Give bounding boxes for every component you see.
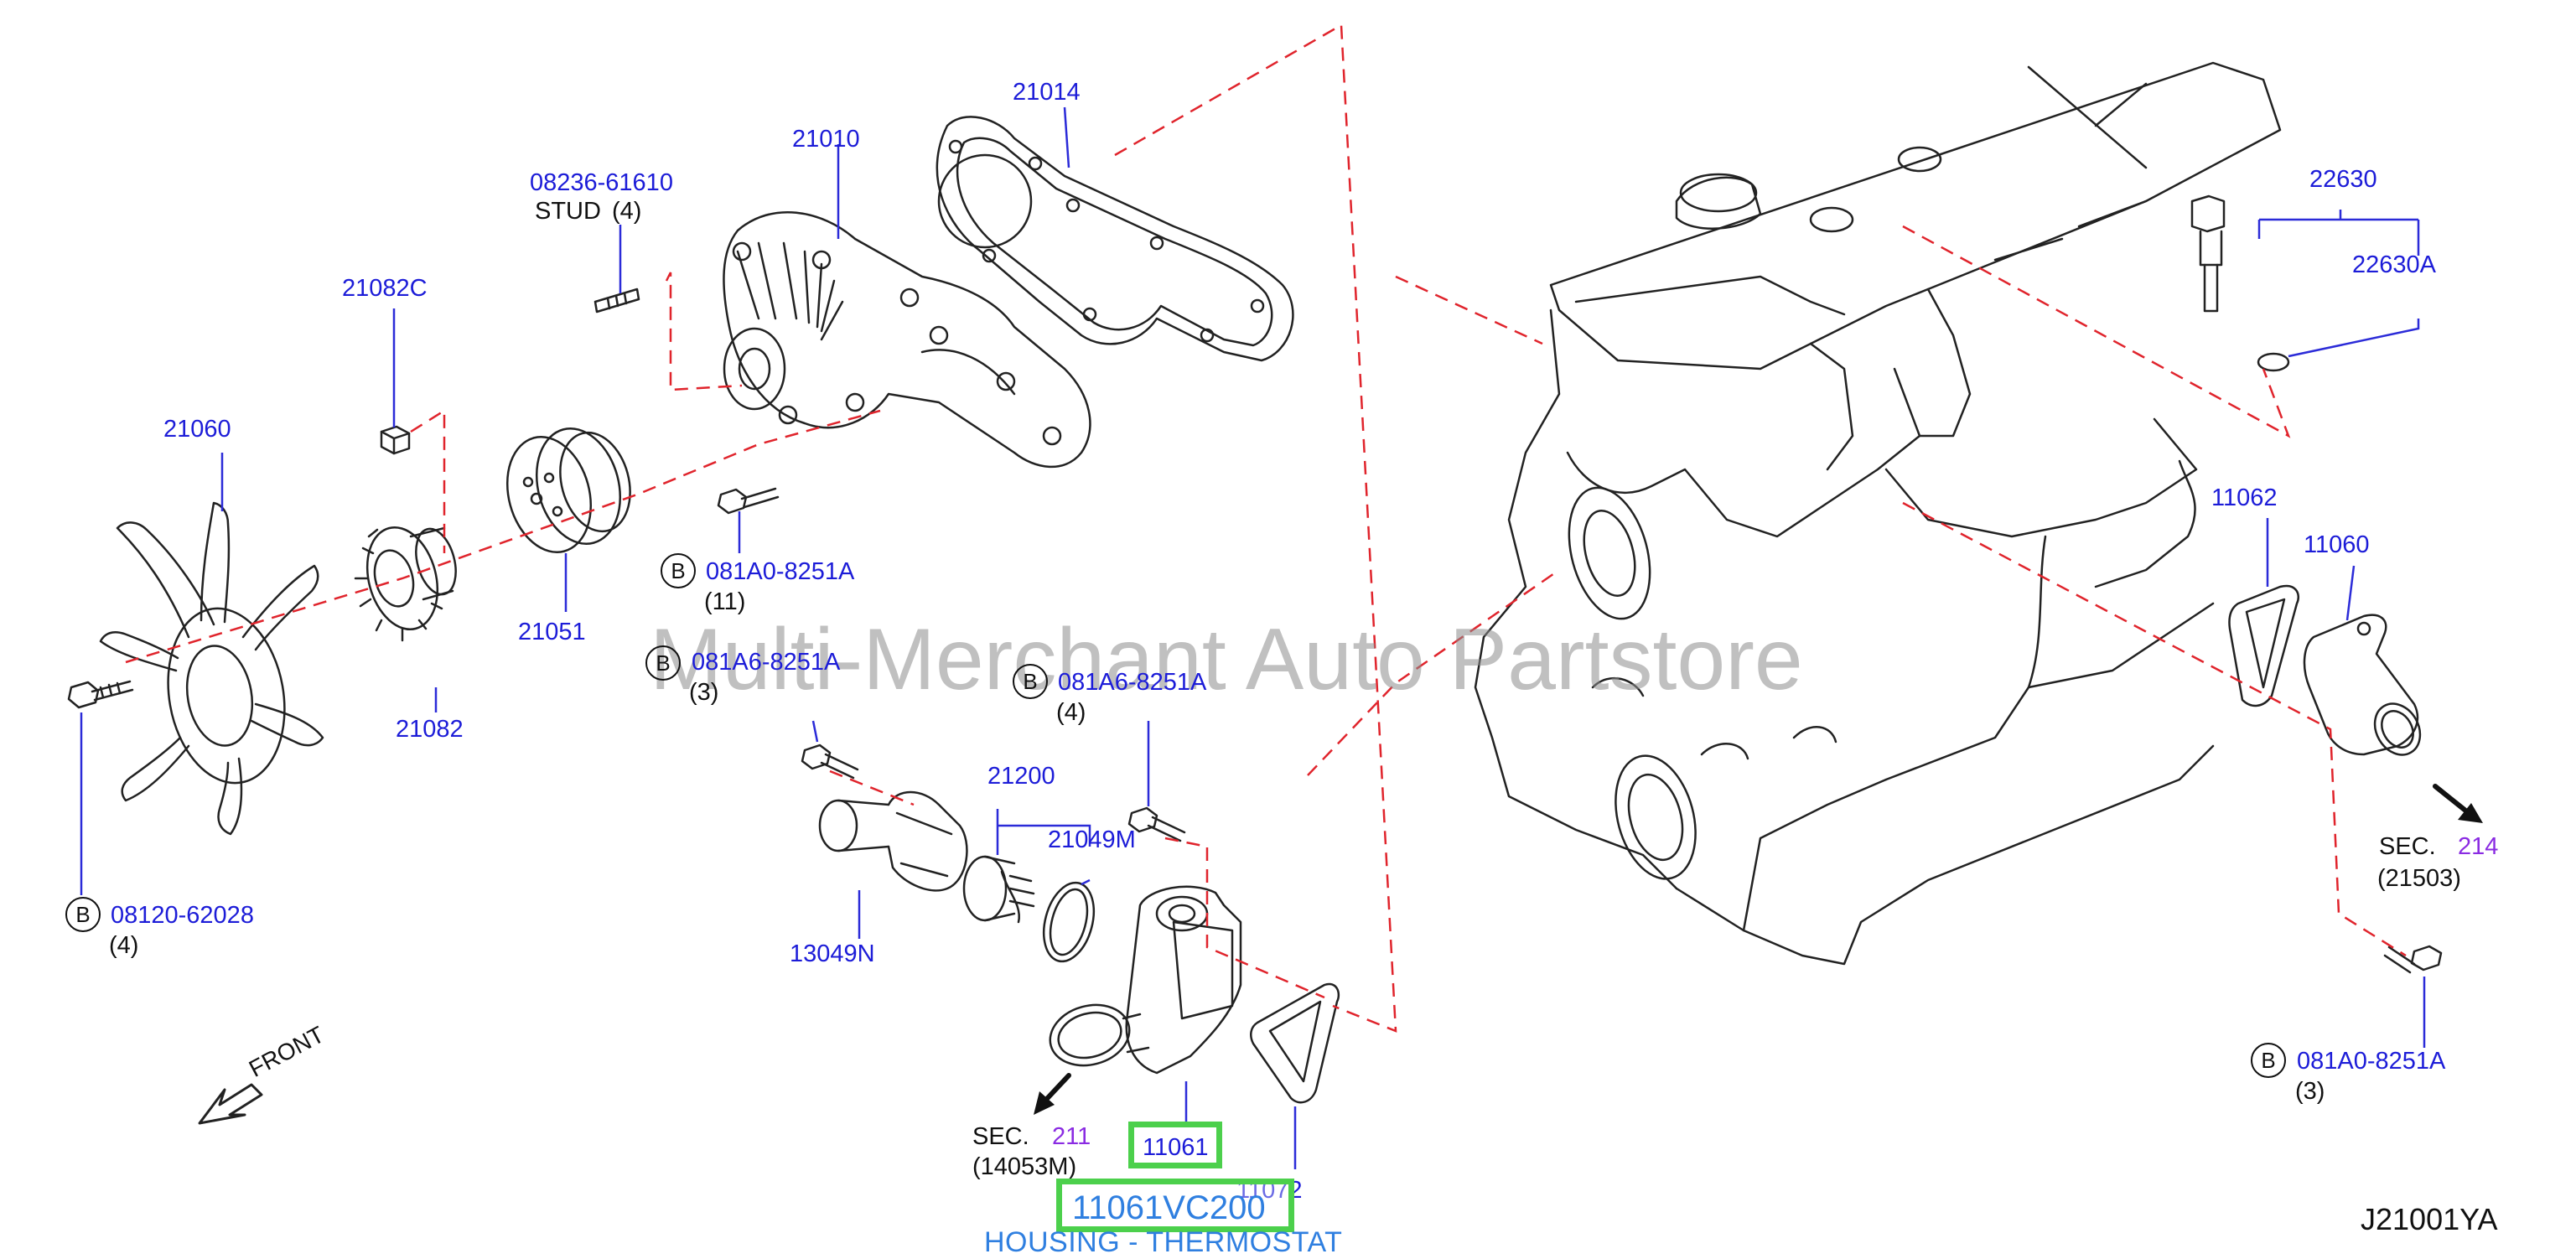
highlight-description: HOUSING - THERMOSTAT bbox=[984, 1226, 1343, 1258]
label-11061[interactable]: 11061 bbox=[1143, 1134, 1209, 1161]
label-qty-3a: (3) bbox=[689, 679, 719, 706]
bolt-081A0-3 bbox=[2383, 945, 2443, 974]
stud-08236 bbox=[593, 288, 640, 313]
inlet-13049N bbox=[818, 790, 968, 892]
gasket-11062 bbox=[2228, 584, 2300, 707]
fan-21060 bbox=[99, 501, 324, 836]
alignment-lines bbox=[125, 23, 2407, 1033]
label-081A0-8251A-3[interactable]: 081A0-8251A bbox=[2297, 1048, 2446, 1075]
outlet-11060 bbox=[2303, 614, 2422, 756]
label-13049N[interactable]: 13049N bbox=[790, 940, 875, 967]
label-08236-61610[interactable]: 08236-61610 bbox=[530, 169, 673, 196]
gasket-11072 bbox=[1250, 982, 1340, 1104]
label-qty-3b: (3) bbox=[2295, 1078, 2325, 1105]
label-sec-214-word: SEC. bbox=[2379, 833, 2436, 860]
bolt-081A0-11 bbox=[717, 487, 780, 515]
label-21060[interactable]: 21060 bbox=[163, 416, 231, 443]
highlight-part-number[interactable]: 11061VC200 bbox=[1072, 1189, 1266, 1226]
bolt-symbol-1: B bbox=[661, 553, 696, 588]
highlight-box-part-number[interactable]: 11061VC200 bbox=[1056, 1179, 1294, 1232]
label-sec-211[interactable]: 211 bbox=[1052, 1123, 1091, 1150]
bolt-symbol-4: B bbox=[65, 897, 101, 932]
diagram-code: J21001YA bbox=[2361, 1202, 2498, 1236]
bolt-symbol-2: B bbox=[645, 645, 681, 681]
temp-sensor-22630 bbox=[2190, 194, 2290, 372]
housing-11061 bbox=[1049, 885, 1242, 1075]
label-21010[interactable]: 21010 bbox=[792, 126, 860, 153]
label-21503: (21503) bbox=[2377, 865, 2461, 892]
label-qty-4b: (4) bbox=[109, 932, 139, 959]
highlight-box-11061[interactable]: 11061 bbox=[1128, 1122, 1222, 1168]
label-sec-211-word: SEC. bbox=[972, 1123, 1029, 1150]
label-qty-11: (11) bbox=[704, 588, 746, 615]
water-pump-21010 bbox=[723, 211, 1091, 469]
label-14053M: (14053M) bbox=[972, 1153, 1077, 1180]
pulley-21051 bbox=[505, 427, 631, 553]
label-sec-214[interactable]: 214 bbox=[2458, 833, 2499, 860]
label-qty-4a: (4) bbox=[1056, 699, 1086, 726]
label-21049M[interactable]: 21049M bbox=[1048, 826, 1136, 853]
bolt-08120 bbox=[67, 680, 134, 709]
label-081A0-8251A-11[interactable]: 081A0-8251A bbox=[706, 558, 855, 585]
label-081A6-8251A-4[interactable]: 081A6-8251A bbox=[1058, 669, 1207, 696]
gasket-21049M bbox=[1042, 881, 1096, 963]
label-11060[interactable]: 11060 bbox=[2304, 531, 2370, 558]
label-11062[interactable]: 11062 bbox=[2211, 484, 2278, 511]
label-22630[interactable]: 22630 bbox=[2309, 166, 2377, 193]
nut-21082C bbox=[380, 425, 411, 455]
bolt-symbol-5: B bbox=[2251, 1043, 2286, 1078]
label-21014[interactable]: 21014 bbox=[1013, 79, 1081, 106]
watermark: Multi-Merchant Auto Partstore bbox=[650, 611, 1803, 708]
engine-block bbox=[1474, 61, 2282, 966]
label-21200[interactable]: 21200 bbox=[987, 763, 1055, 790]
label-21051[interactable]: 21051 bbox=[518, 619, 586, 645]
label-stud-qty: (4) bbox=[612, 198, 642, 225]
bolt-symbol-3: B bbox=[1013, 664, 1048, 699]
label-08120-62028[interactable]: 08120-62028 bbox=[111, 902, 254, 929]
bolt-081A6-4 bbox=[1127, 806, 1186, 842]
thermostat-21200 bbox=[962, 855, 1035, 924]
label-stud: STUD bbox=[535, 198, 601, 225]
label-21082C[interactable]: 21082C bbox=[342, 275, 428, 302]
label-22630A[interactable]: 22630A bbox=[2352, 251, 2436, 278]
gasket-21014 bbox=[936, 116, 1294, 362]
leader-lines bbox=[80, 106, 2426, 1169]
label-081A6-8251A-3[interactable]: 081A6-8251A bbox=[692, 649, 841, 676]
label-21082[interactable]: 21082 bbox=[396, 716, 464, 743]
front-arrow bbox=[198, 1083, 263, 1125]
bolt-081A6-3 bbox=[801, 743, 859, 780]
sec-arrows bbox=[1041, 784, 2471, 1105]
fan-clutch-21082 bbox=[354, 526, 457, 642]
